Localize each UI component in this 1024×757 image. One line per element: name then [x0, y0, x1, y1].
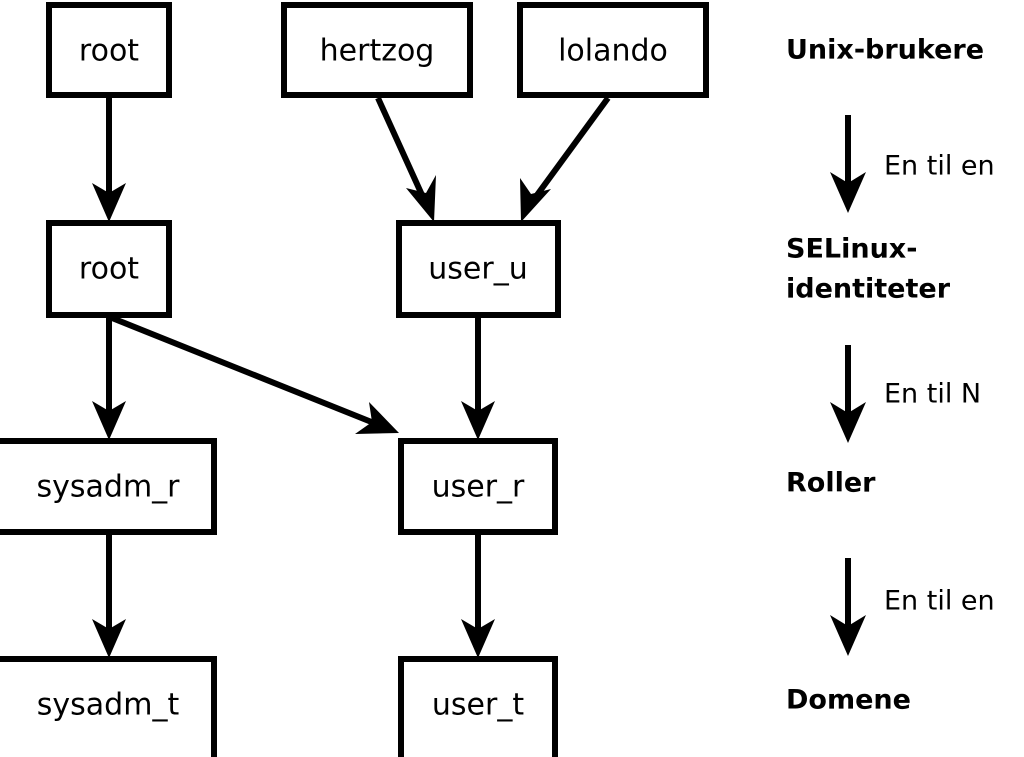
node-label: sysadm_r — [37, 470, 181, 505]
node-label: hertzog — [320, 34, 435, 69]
node-box[interactable] — [398, 656, 558, 757]
edge-line — [110, 315, 376, 426]
legend-relation-label: En til en — [884, 586, 995, 617]
node-unix-root[interactable]: root — [46, 2, 172, 98]
node-role-sysadm-r[interactable]: sysadm_r — [0, 438, 217, 535]
edge-line — [375, 96, 430, 208]
legend-relation-label: En til N — [884, 379, 981, 410]
arrow-head — [92, 401, 126, 440]
node-label: user_t — [432, 688, 524, 723]
node-group: root hertzog lolando root user_u sysadm_ — [0, 2, 709, 757]
legend-relation-one-to-n: En til N — [830, 345, 981, 443]
arrow-head — [520, 178, 551, 222]
edge-unix-root-to-selinux-root — [92, 98, 126, 222]
node-domain-sysadm-t[interactable]: sysadm_t — [0, 656, 217, 757]
node-role-user-r[interactable]: user_r — [398, 438, 558, 535]
arrow-head — [830, 172, 866, 213]
legend-relation-one-to-one-top: En til en — [830, 115, 995, 213]
node-box[interactable] — [398, 438, 558, 535]
legend-layer-domene: Domene — [786, 685, 911, 716]
node-selinux-root[interactable]: root — [46, 220, 172, 318]
arrow-head — [830, 615, 866, 656]
legend-layer-roller: Roller — [786, 468, 876, 499]
arrow-head — [461, 401, 495, 440]
legend-layer-selinux-identiteter-line1: SELinux- — [786, 234, 917, 265]
legend-layer-selinux-identiteter-line2: identiteter — [786, 274, 951, 305]
edge-selinux-root-to-user-r — [110, 315, 399, 434]
edge-hertzog-to-user-u — [375, 96, 436, 222]
arrow-head — [461, 619, 495, 658]
legend-layer-unix-brukere: Unix-brukere — [786, 35, 984, 66]
node-label: lolando — [558, 34, 668, 69]
arrow-head — [830, 402, 866, 443]
edge-user-r-to-user-t — [461, 535, 495, 658]
node-box[interactable] — [46, 220, 172, 318]
node-label: root — [79, 34, 139, 69]
arrow-head — [406, 175, 436, 222]
node-label: sysadm_t — [37, 688, 180, 723]
node-box[interactable] — [396, 220, 561, 318]
node-box[interactable] — [281, 2, 473, 98]
node-box[interactable] — [46, 2, 172, 98]
node-box[interactable] — [517, 2, 709, 98]
node-label: user_r — [432, 470, 525, 505]
node-domain-user-t[interactable]: user_t — [398, 656, 558, 757]
edge-lolando-to-user-u — [520, 96, 611, 222]
legend-relation-one-to-one-bottom: En til en — [830, 558, 995, 656]
node-label: user_u — [428, 252, 527, 287]
edge-sysadm-r-to-sysadm-t — [92, 535, 126, 658]
node-unix-lolando[interactable]: lolando — [517, 2, 709, 98]
legend-group: Unix-brukere En til en SELinux- identite… — [786, 35, 995, 716]
node-box[interactable] — [0, 438, 217, 535]
arrow-head — [355, 402, 399, 434]
arrow-head — [92, 183, 126, 222]
edge-selinux-root-to-sysadm-r — [92, 318, 126, 440]
node-label: root — [79, 252, 139, 287]
node-unix-hertzog[interactable]: hertzog — [281, 2, 473, 98]
edge-group — [92, 96, 611, 658]
legend-relation-label: En til en — [884, 151, 995, 182]
edge-line — [526, 96, 611, 208]
node-selinux-user-u[interactable]: user_u — [396, 220, 561, 318]
node-box[interactable] — [0, 656, 217, 757]
arrow-head — [92, 619, 126, 658]
edge-user-u-to-user-r — [461, 318, 495, 440]
